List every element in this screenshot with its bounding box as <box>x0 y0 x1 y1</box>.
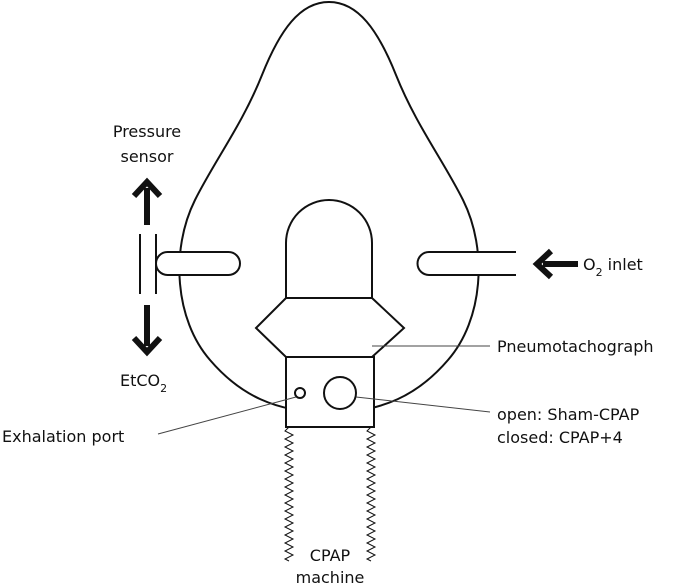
cpap-machine-label-line2: machine <box>296 568 365 587</box>
o2-main: O <box>583 255 596 274</box>
pneumotachograph-body <box>254 297 406 358</box>
open-state-label: open: Sham-CPAP <box>497 405 640 424</box>
cpap-machine-label-line1: CPAP <box>310 546 351 565</box>
pressure-sensor-label-line1: Pressure <box>113 122 181 141</box>
etco2-label: EtCO2 <box>120 371 167 395</box>
left-side-port <box>139 234 241 294</box>
o2-inlet-label: O2 inlet <box>583 255 643 279</box>
connector-block <box>285 356 375 428</box>
etco2-main: EtCO <box>120 371 160 390</box>
pneumotach-dome <box>285 199 373 298</box>
arrow-down-icon <box>131 305 163 357</box>
o2-rest: inlet <box>603 255 643 274</box>
arrow-up-icon <box>131 177 163 225</box>
exhalation-port-label: Exhalation port <box>2 427 124 446</box>
cpap-hose <box>283 426 377 562</box>
exhalation-port-hole <box>294 387 306 399</box>
o2-inlet-port <box>416 251 516 276</box>
pressure-sensor-label-line2: sensor <box>120 147 173 166</box>
cpap-valve <box>323 376 357 410</box>
valve-leader <box>355 396 491 413</box>
exhalation-port-leader <box>157 396 297 435</box>
closed-state-label: closed: CPAP+4 <box>497 428 623 447</box>
o2-subscript: 2 <box>596 266 603 279</box>
etco2-subscript: 2 <box>160 382 167 395</box>
arrow-left-icon <box>532 248 578 280</box>
pneumotachograph-label: Pneumotachograph <box>497 337 654 356</box>
